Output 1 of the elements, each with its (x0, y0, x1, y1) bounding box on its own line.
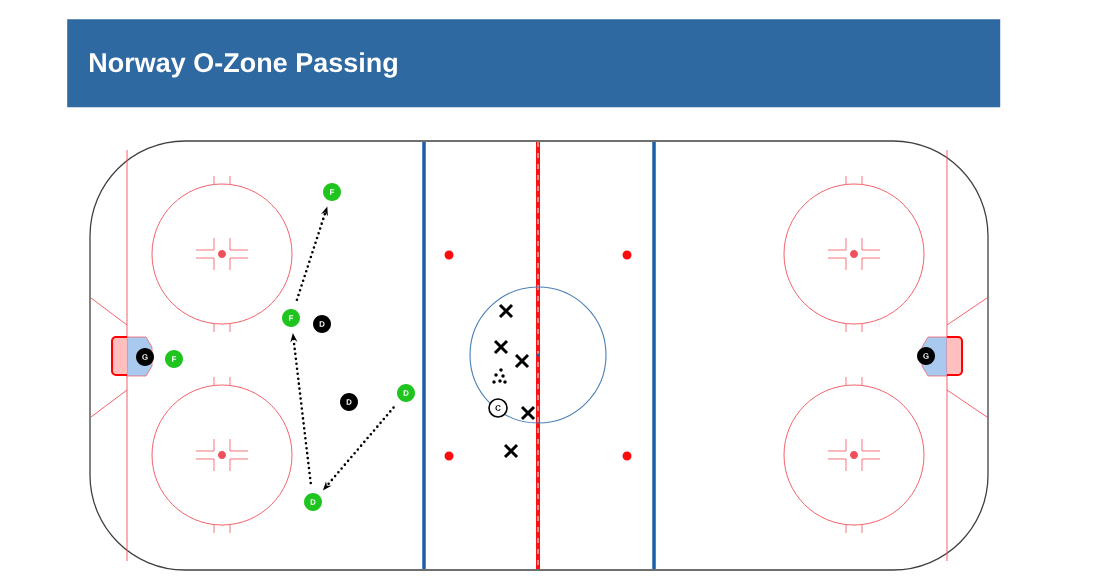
title-banner: Norway O-Zone Passing (67, 19, 1001, 108)
